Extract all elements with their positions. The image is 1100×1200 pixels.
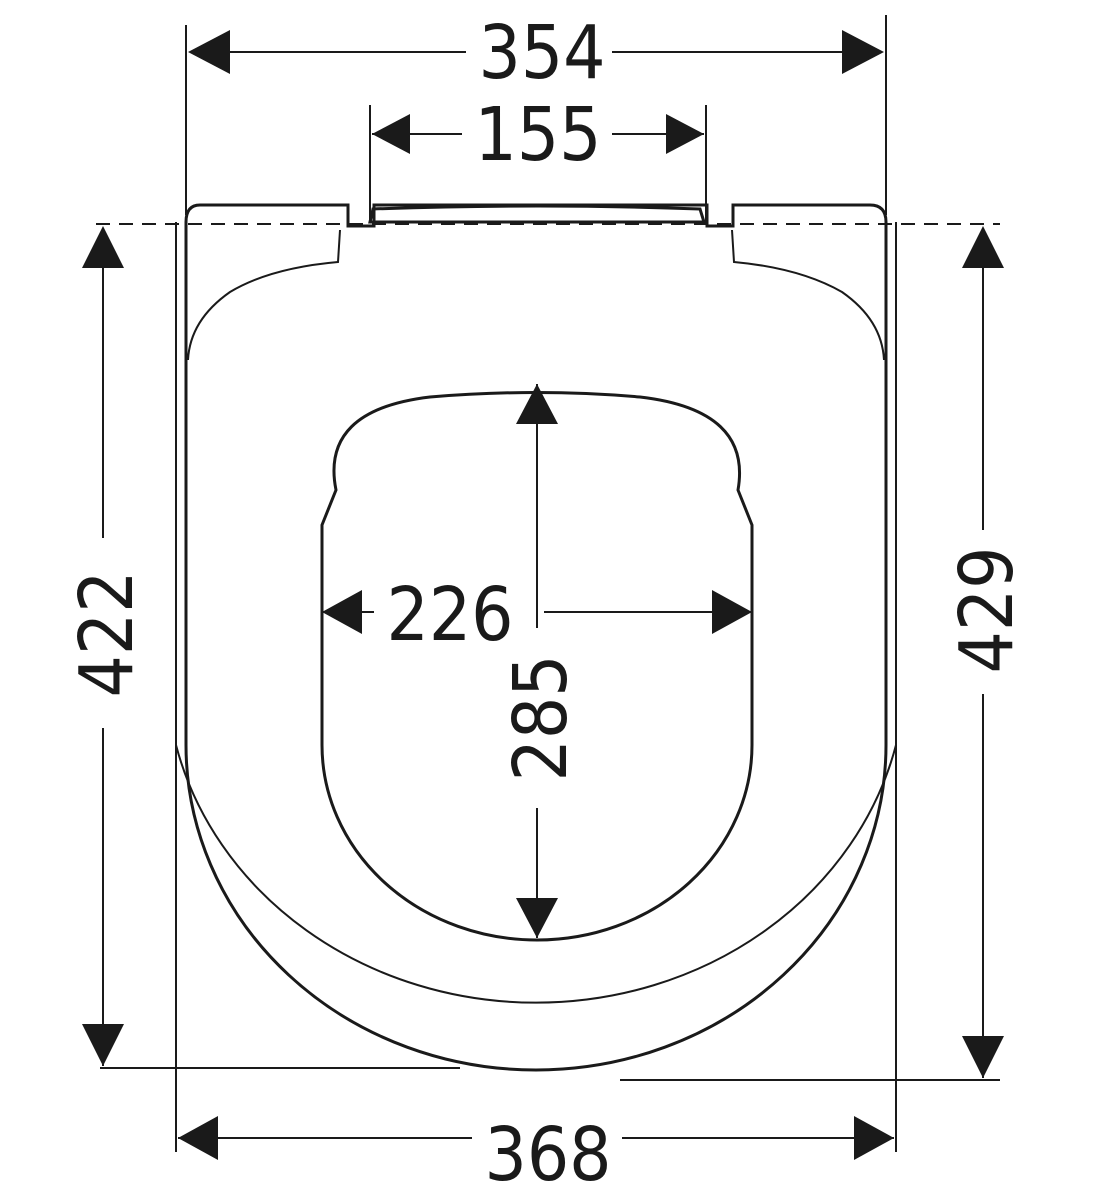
arrowhead-422-top — [82, 226, 124, 268]
dim-label-368: 368 — [484, 1112, 611, 1198]
arrowhead-422-bottom — [82, 1024, 124, 1066]
arrowhead-155-right — [666, 114, 704, 154]
dim-label-429: 429 — [944, 546, 1030, 673]
hinge-plate — [368, 204, 707, 224]
arrowhead-226-left — [322, 590, 362, 634]
seat-inner-contour — [187, 229, 885, 361]
arrowhead-285-bottom — [516, 898, 558, 938]
dim-label-155: 155 — [474, 92, 601, 178]
seat-base-outline — [175, 222, 897, 1004]
arrowhead-368-right — [854, 1116, 894, 1160]
arrowhead-368-left — [178, 1116, 218, 1160]
arrowhead-226-right — [712, 590, 752, 634]
dim-label-422: 422 — [64, 570, 150, 697]
seat-opening — [320, 391, 754, 942]
arrowhead-354-left — [188, 30, 230, 74]
seat-lid-outline — [184, 203, 888, 1072]
arrowhead-354-right — [842, 30, 884, 74]
arrowhead-155-left — [372, 114, 410, 154]
arrowhead-429-top — [962, 226, 1004, 268]
dim-label-354: 354 — [478, 10, 605, 96]
dim-label-226: 226 — [386, 572, 513, 658]
arrowhead-285-top — [516, 384, 558, 424]
dim-label-285: 285 — [498, 654, 584, 781]
arrowhead-429-bottom — [962, 1036, 1004, 1078]
